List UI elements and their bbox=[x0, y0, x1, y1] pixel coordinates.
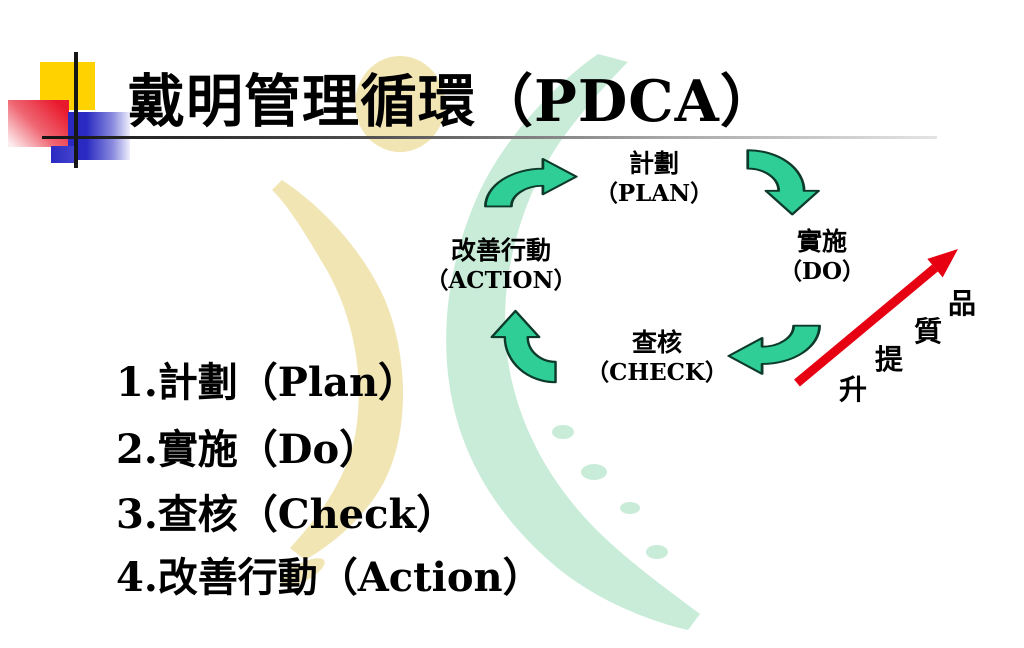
yellow-speck bbox=[281, 558, 325, 586]
do-label-en: （DO） bbox=[779, 258, 865, 285]
green-speck bbox=[552, 425, 574, 439]
quality-char-ti: 提 bbox=[874, 343, 903, 376]
action-label-zh: 改善行動 bbox=[450, 236, 551, 265]
yellow-crescent-shape bbox=[272, 180, 404, 560]
cycle-node-do: 實施 （DO） bbox=[779, 227, 865, 287]
list-item-plan: 1.計劃（Plan） bbox=[116, 359, 419, 406]
do-label-zh: 實施 bbox=[796, 227, 848, 256]
green-speck bbox=[646, 545, 668, 559]
plan-label-zh: 計劃 bbox=[628, 149, 679, 178]
check-label-en: （CHECK） bbox=[586, 359, 728, 386]
decoration-small-blue-square bbox=[51, 146, 77, 163]
quality-char-pin: 品 bbox=[947, 287, 976, 320]
curved-arrow-do-to-check-icon bbox=[727, 324, 821, 375]
green-speck bbox=[605, 576, 619, 584]
page-title: 戴明管理循環（PDCA） bbox=[128, 68, 778, 135]
cycle-node-action: 改善行動 （ACTION） bbox=[425, 236, 576, 296]
curved-arrow-check-to-action-icon bbox=[490, 309, 557, 384]
plan-label-en: （PLAN） bbox=[594, 180, 714, 207]
decoration-red-square bbox=[8, 100, 69, 147]
green-speck bbox=[578, 537, 594, 547]
quality-improvement-arrow-icon bbox=[794, 249, 958, 387]
check-label-zh: 查核 bbox=[631, 328, 682, 357]
list-item-action: 4.改善行動（Action） bbox=[116, 554, 543, 601]
green-speck bbox=[581, 464, 607, 480]
title-underline-rule bbox=[42, 136, 937, 139]
green-speck bbox=[620, 502, 640, 514]
action-label-en: （ACTION） bbox=[425, 267, 577, 294]
list-item-check: 3.查核（Check） bbox=[116, 491, 457, 538]
quality-char-sheng: 升 bbox=[838, 373, 867, 406]
yellow-blob-shape bbox=[355, 56, 445, 152]
quality-char-zhi: 質 bbox=[913, 315, 942, 348]
curved-arrow-plan-to-do-icon bbox=[746, 149, 820, 216]
list-item-do: 2.實施（Do） bbox=[116, 426, 380, 473]
cycle-node-plan: 計劃 （PLAN） bbox=[595, 149, 713, 209]
curved-arrow-action-to-plan-icon bbox=[484, 158, 578, 208]
cycle-node-check: 查核 （CHECK） bbox=[586, 328, 728, 388]
decoration-vertical-line bbox=[74, 52, 78, 168]
